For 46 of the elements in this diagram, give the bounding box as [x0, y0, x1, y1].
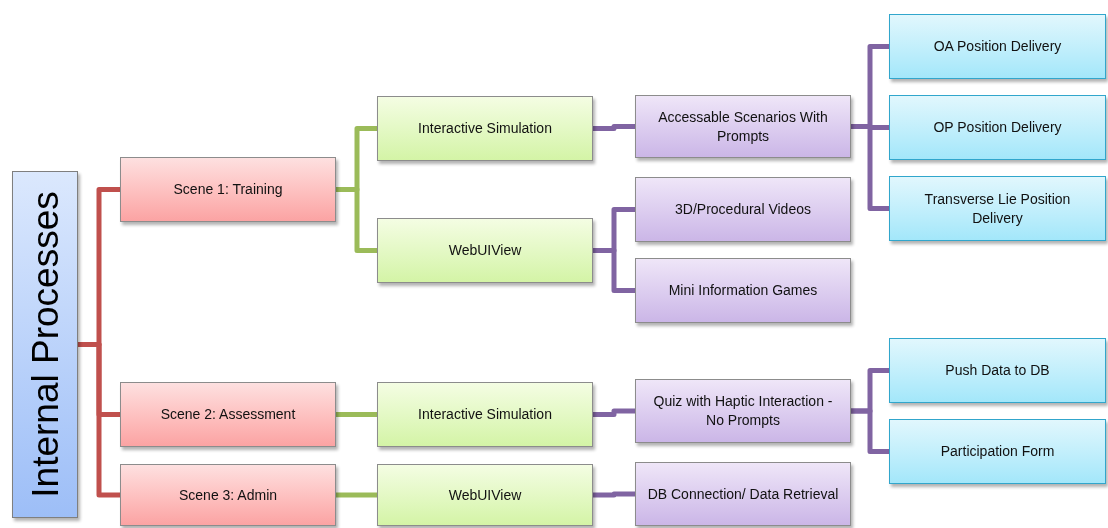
connector-line: [78, 342, 120, 498]
connector-line: [336, 412, 377, 417]
process-box: [635, 95, 851, 158]
node-label: Scene 3: Admin: [177, 485, 279, 505]
connector-line: [336, 187, 377, 253]
connector-line: [593, 408, 635, 417]
process-box: [889, 14, 1106, 79]
process-box: [889, 95, 1106, 160]
node-label: Transverse Lie Position Delivery: [923, 189, 1072, 228]
node-label: Mini Information Games: [667, 281, 819, 300]
connector-line: [593, 248, 635, 293]
process-box: [635, 177, 851, 242]
process-box: [120, 382, 336, 447]
process-box: [889, 419, 1106, 484]
node-label: Interactive Simulation: [417, 405, 553, 424]
node-label: 3D/Procedural Videos: [674, 200, 812, 219]
process-box: [377, 464, 593, 526]
connector-line: [851, 124, 889, 211]
node-label: WebUIView: [447, 485, 523, 505]
node-label: Scene 2: Assessment: [159, 405, 297, 424]
process-box: [889, 176, 1106, 241]
node-label: OA Position Delivery: [932, 37, 1063, 56]
root-label: Internal Processes: [26, 191, 64, 498]
node-label: Push Data to DB: [944, 361, 1051, 380]
node-label: WebUIView: [447, 241, 523, 260]
connector-line: [593, 491, 635, 498]
node-label: Interactive Simulation: [417, 119, 553, 138]
node-label: Accessable Scenarios With Prompts: [657, 107, 829, 146]
root-box: [12, 171, 78, 518]
node-label: DB Connection/ Data Retrieval: [646, 484, 840, 504]
connector-line: [336, 492, 377, 498]
connector-line: [593, 124, 635, 131]
process-box: [120, 157, 336, 222]
process-box: [889, 338, 1106, 403]
node-label: Scene 1: Training: [172, 180, 284, 199]
process-box: [377, 382, 593, 447]
process-box: [377, 218, 593, 283]
process-box: [635, 462, 851, 526]
process-box: [635, 379, 851, 443]
node-label: Participation Form: [939, 442, 1056, 461]
process-box: [377, 96, 593, 161]
process-box: [120, 464, 336, 526]
node-label: OP Position Delivery: [932, 118, 1063, 137]
connector-line: [851, 408, 889, 454]
process-box: [635, 258, 851, 323]
node-label: Quiz with Haptic Interaction - No Prompts: [652, 392, 834, 430]
